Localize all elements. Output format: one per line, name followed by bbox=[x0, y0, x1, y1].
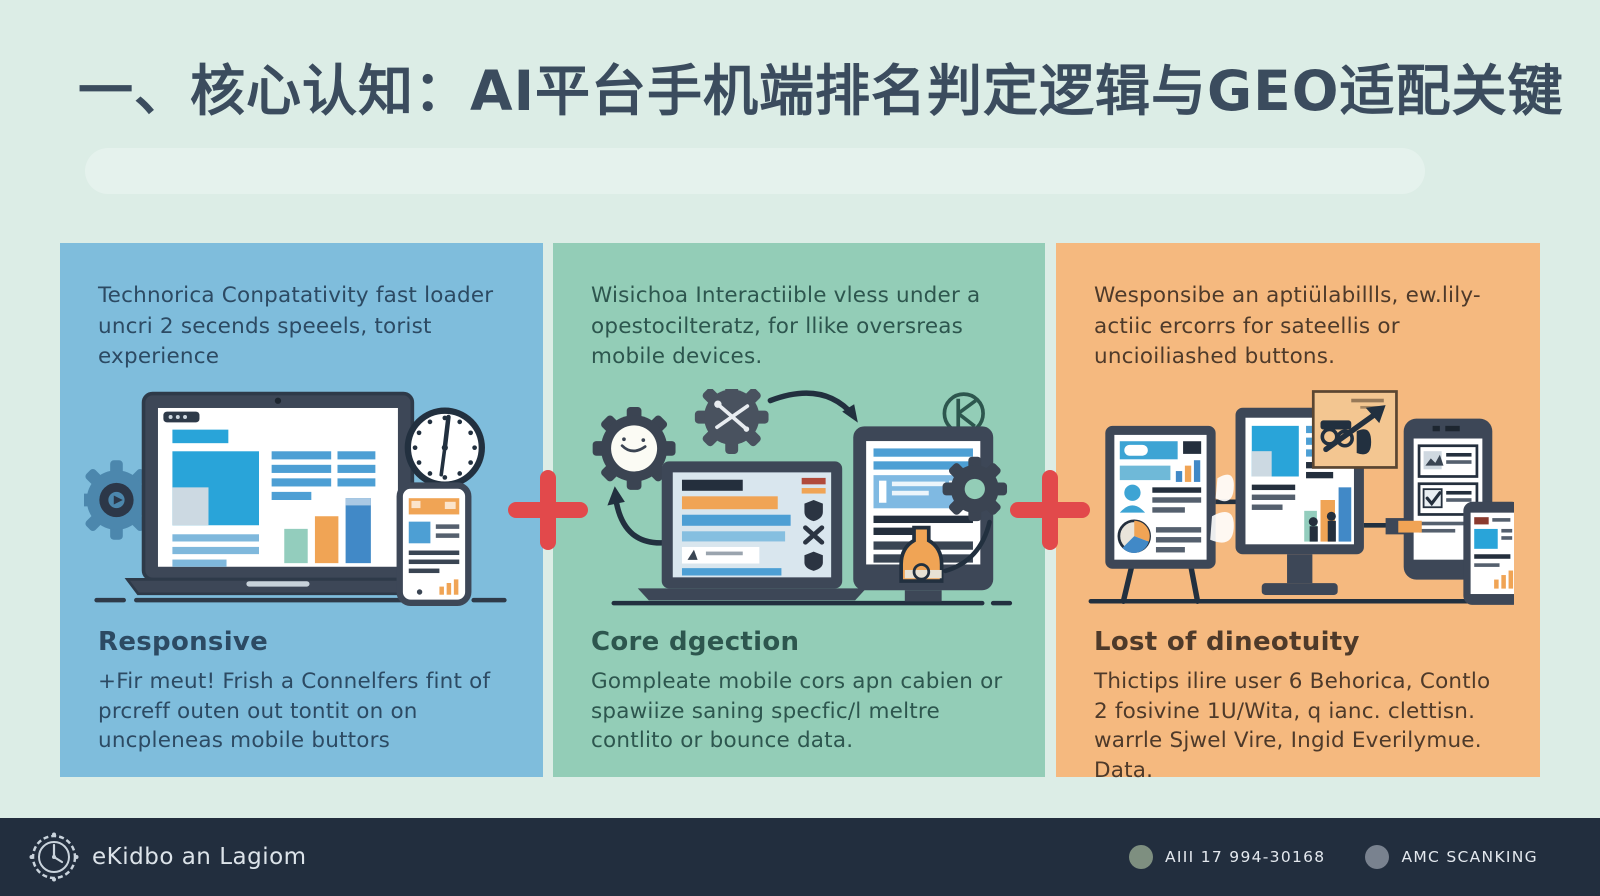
laptop-speed-illustration bbox=[84, 389, 517, 611]
page-title: 一、核心认知：AI平台手机端排名判定逻辑与GEO适配关键 bbox=[78, 59, 1564, 123]
panel-heading: Core dgection bbox=[591, 627, 800, 657]
footer-item: AIII 17 994-30168 bbox=[1128, 845, 1326, 869]
footer-item-label: AMC SCANKING bbox=[1401, 848, 1538, 866]
gear-tools-icon bbox=[694, 389, 769, 454]
panel-heading: Responsive bbox=[98, 627, 269, 657]
arrow-right-icon bbox=[767, 390, 857, 419]
footer-right: AIII 17 994-30168 AMC SCANKING bbox=[1128, 845, 1538, 869]
brand: eKidbo an Lagiom bbox=[28, 831, 307, 883]
plus-icon bbox=[1004, 464, 1096, 556]
tablet-stand-icon bbox=[1105, 425, 1216, 604]
brand-text: eKidbo an Lagiom bbox=[92, 844, 307, 870]
gear-clock-icon bbox=[592, 406, 676, 490]
panel-body-text: Thictips ilire user 6 Behorica, Contlo 2… bbox=[1094, 669, 1491, 783]
panel-multi-device: Wesponsibe an aptiülabillls, ew.lily-act… bbox=[1056, 243, 1540, 783]
title-highlight-band bbox=[85, 148, 1425, 194]
growth-card-icon bbox=[1311, 390, 1398, 469]
clock-icon bbox=[404, 407, 485, 488]
panel-heading: Lost of dineotuity bbox=[1094, 627, 1360, 657]
small-phone-icon bbox=[1463, 501, 1514, 605]
multi-device-illustration bbox=[1080, 389, 1514, 611]
panel-responsive: Technorica Conpatativity fast loader unc… bbox=[60, 243, 543, 777]
footer-item-label: AIII 17 994-30168 bbox=[1164, 848, 1326, 866]
panel-top-text: Technorica Conpatativity fast loader unc… bbox=[98, 283, 494, 370]
panel-body-text: Gompleate mobile cors apn cabien or spaw… bbox=[591, 669, 1003, 754]
smartphone-icon bbox=[396, 482, 472, 606]
status-dot-icon bbox=[1128, 845, 1153, 869]
plus-icon bbox=[502, 464, 594, 556]
gears-devices-illustration bbox=[577, 389, 1019, 611]
footer-bar: eKidbo an Lagiom AIII 17 994-30168 AMC S… bbox=[0, 818, 1600, 896]
bottle-icon bbox=[899, 525, 944, 583]
arrow-up-icon bbox=[612, 495, 672, 546]
laptop-icon bbox=[124, 391, 432, 596]
gear-outline-icon bbox=[942, 456, 1008, 522]
footer-item: AMC SCANKING bbox=[1365, 845, 1538, 869]
gear-icon bbox=[84, 460, 157, 540]
panel-top-text: Wisichoa Interactiible vless under a ope… bbox=[591, 283, 981, 370]
panel-core-dgection: Wisichoa Interactiible vless under a ope… bbox=[553, 243, 1045, 777]
gear-emblem-icon bbox=[29, 832, 79, 882]
panel-top-text: Wesponsibe an aptiülabillls, ew.lily-act… bbox=[1094, 283, 1481, 370]
status-dot-icon bbox=[1365, 845, 1390, 869]
laptop-icon bbox=[637, 461, 867, 601]
panel-body-text: +Fir meut! Frish a Connelfers fint of pr… bbox=[98, 669, 491, 754]
